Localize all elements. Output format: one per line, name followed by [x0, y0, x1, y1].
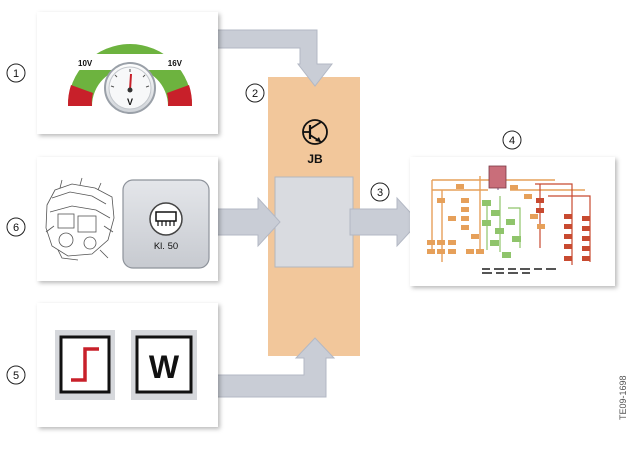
junction-box-module	[274, 176, 354, 268]
arrow-jb-to-circuit	[349, 196, 420, 248]
callout-1: 1	[6, 63, 26, 83]
callout-1-label: 1	[13, 68, 19, 80]
callout-2-label: 2	[252, 88, 258, 100]
relay-icon	[149, 202, 183, 236]
figure-code: TE09-1698	[618, 375, 628, 420]
arrow-signals-to-jb	[205, 337, 336, 398]
terminal-label: Kl. 50	[154, 241, 178, 252]
engine-icon	[45, 177, 115, 261]
callout-4: 4	[502, 130, 522, 150]
w-signal-label: W	[149, 349, 180, 385]
callout-6: 6	[6, 217, 26, 237]
gauge-low-label: 10V	[78, 59, 93, 68]
transistor-icon	[302, 119, 328, 145]
gauge-high-label: 16V	[168, 59, 183, 68]
step-signal-icon	[71, 347, 99, 382]
callout-2: 2	[245, 83, 265, 103]
voltmeter-gauge-icon	[67, 44, 193, 114]
callout-5-label: 5	[13, 370, 19, 382]
callout-3: 3	[370, 182, 390, 202]
arrow-engine-to-jb	[211, 196, 281, 248]
callout-3-label: 3	[377, 187, 383, 199]
callout-6-label: 6	[13, 222, 19, 234]
callout-4-label: 4	[509, 135, 515, 147]
junction-box-label: JB	[307, 152, 323, 166]
gauge-unit-label: V	[127, 97, 133, 107]
callout-5: 5	[6, 365, 26, 385]
arrow-voltage-to-jb	[206, 29, 334, 87]
circuit-diagram-icon	[427, 165, 591, 274]
